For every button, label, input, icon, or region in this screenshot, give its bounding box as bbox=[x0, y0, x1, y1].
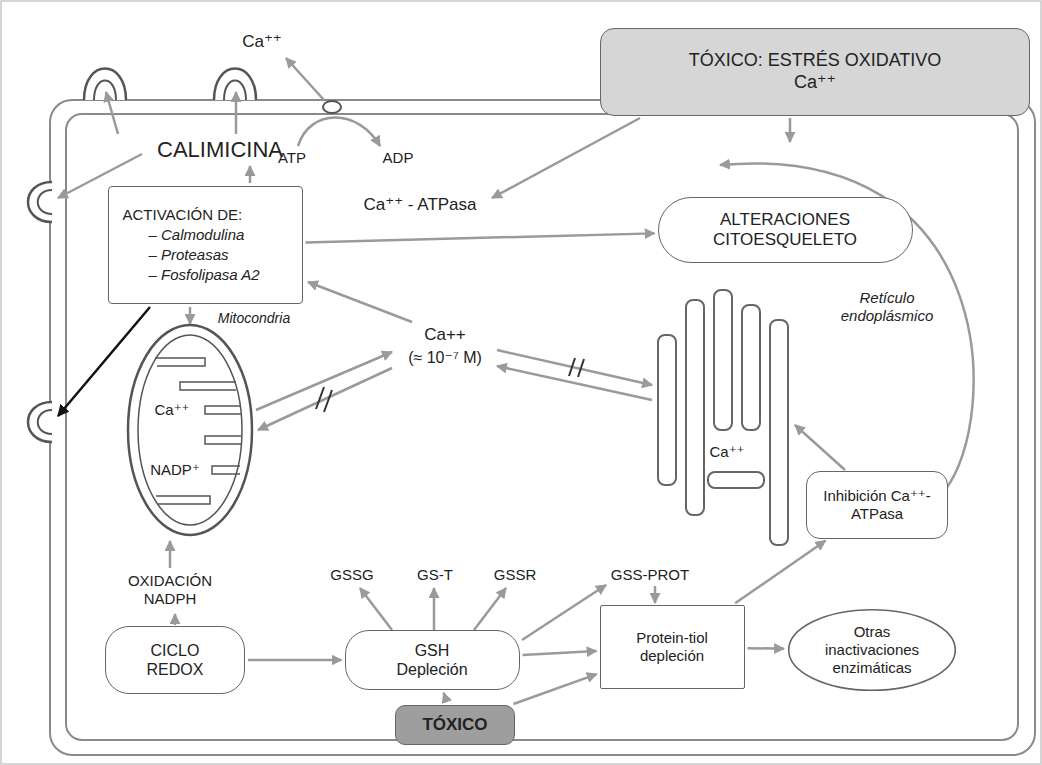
node-text: TÓXICO bbox=[422, 715, 487, 735]
list-item: – Proteasas bbox=[123, 246, 229, 264]
arrow bbox=[106, 92, 118, 134]
arrow bbox=[235, 92, 238, 134]
concentration-label: (≈ 10⁻⁷ M) bbox=[408, 348, 482, 367]
ellipse-shape bbox=[789, 610, 956, 691]
er-tube bbox=[714, 290, 732, 430]
ion-label: Ca++ bbox=[424, 325, 466, 345]
list-item: – Fosfolipasa A2 bbox=[123, 266, 260, 284]
enzyme-label: Ca⁺⁺ - ATPasa bbox=[363, 195, 476, 215]
process-box: Protein-tiol depleción bbox=[600, 605, 745, 689]
arrow bbox=[433, 588, 436, 630]
arrow bbox=[249, 166, 252, 183]
arrow bbox=[174, 614, 177, 625]
arrow bbox=[258, 368, 392, 430]
node-text: Otras inactivaciones enzimáticas bbox=[815, 623, 930, 677]
molecule-label: ATP bbox=[278, 149, 306, 167]
toxic-box: TÓXICO bbox=[395, 705, 515, 745]
connector-arrow bbox=[522, 651, 596, 655]
crista bbox=[180, 382, 236, 390]
process-box: CICLO REDOX bbox=[105, 626, 245, 694]
cell-membrane bbox=[50, 100, 1035, 755]
connector-arrow bbox=[444, 693, 447, 702]
arrow bbox=[169, 541, 172, 568]
er-tube bbox=[708, 472, 764, 488]
connector-arrow bbox=[748, 647, 785, 650]
crista bbox=[205, 436, 241, 444]
activation-box: ACTIVACIÓN DE: – Calmodulina – Proteasas – … bbox=[108, 186, 303, 304]
node-text: Protein-tiol depleción bbox=[617, 629, 727, 665]
cell-membrane bbox=[66, 114, 1018, 740]
connector-arrow bbox=[513, 674, 596, 704]
node-text: CICLO REDOX bbox=[128, 641, 223, 679]
ion-label: Ca⁺⁺ bbox=[154, 401, 189, 419]
node-text: GSH Depleción bbox=[382, 641, 482, 679]
arrow bbox=[654, 586, 657, 603]
connector-arrow bbox=[735, 541, 825, 604]
process-box: GSH Depleción bbox=[345, 630, 520, 690]
crista bbox=[212, 466, 240, 474]
arrow bbox=[492, 118, 640, 198]
ion-label: Ca⁺⁺ bbox=[709, 443, 744, 461]
arrow bbox=[522, 585, 606, 640]
er-tube bbox=[686, 300, 704, 515]
arrow bbox=[256, 352, 392, 410]
arrow bbox=[795, 425, 845, 470]
mitochondrion bbox=[128, 325, 252, 535]
arrow bbox=[189, 307, 192, 324]
agent-label: CALIMICINA bbox=[157, 137, 283, 163]
membrane-bleb bbox=[28, 182, 52, 222]
arrow bbox=[286, 58, 324, 100]
organelle-label: Retículo endoplásmico bbox=[841, 289, 934, 325]
er-tube bbox=[770, 320, 788, 545]
node-text: ACTIVACIÓN DE: bbox=[123, 206, 243, 224]
node-text: TÓXICO: ESTRÉS OXIDATIVO bbox=[689, 50, 942, 72]
er-tube bbox=[742, 305, 760, 430]
node-text: Ca⁺⁺ bbox=[794, 72, 836, 94]
process-label: OXIDACIÓN NADPH bbox=[128, 572, 212, 608]
ion-label: Ca⁺⁺ bbox=[242, 32, 282, 52]
node-text: Inhibición Ca⁺⁺-ATPasa bbox=[817, 487, 937, 523]
arrow bbox=[789, 118, 792, 142]
connector-arrow bbox=[248, 659, 342, 662]
organelle-label: Mitocondria bbox=[218, 310, 290, 327]
crista bbox=[205, 406, 241, 414]
molecule-label: NADP⁺ bbox=[150, 461, 200, 479]
mitochondrion bbox=[138, 335, 242, 525]
molecule-label: GSS-PROT bbox=[611, 566, 689, 584]
arrow bbox=[497, 350, 652, 385]
arrow bbox=[360, 588, 392, 630]
effect-box: ALTERACIONES CITOESQUELETO bbox=[658, 197, 913, 263]
molecule-label: GSSG bbox=[330, 566, 373, 584]
effect-ellipse: Otras inactivaciones enzimáticas bbox=[787, 608, 957, 692]
node-text: ALTERACIONES CITOESQUELETO bbox=[685, 210, 885, 251]
er-tube bbox=[658, 335, 676, 485]
stress-box: TÓXICO: ESTRÉS OXIDATIVOCa⁺⁺ bbox=[600, 28, 1030, 116]
block-mark bbox=[316, 387, 332, 412]
process-box: Inhibición Ca⁺⁺-ATPasa bbox=[806, 471, 948, 539]
molecule-label: GS-T bbox=[417, 566, 453, 584]
connector-arrow bbox=[305, 233, 654, 242]
membrane-bleb bbox=[38, 190, 52, 214]
arrow bbox=[298, 118, 380, 147]
crista bbox=[155, 358, 205, 366]
molecule-label: ADP bbox=[383, 149, 414, 167]
arrow bbox=[497, 366, 652, 400]
list-item: – Calmodulina bbox=[123, 226, 245, 244]
block-mark bbox=[569, 358, 584, 377]
crista bbox=[156, 496, 210, 504]
molecule-label: GSSR bbox=[494, 566, 537, 584]
membrane-bleb bbox=[94, 81, 116, 101]
arrow bbox=[308, 282, 412, 322]
membrane-bleb bbox=[38, 410, 52, 434]
arrow bbox=[474, 588, 506, 630]
ion-channel bbox=[323, 101, 341, 113]
membrane-bleb bbox=[84, 69, 126, 101]
membrane-bleb bbox=[28, 402, 52, 442]
